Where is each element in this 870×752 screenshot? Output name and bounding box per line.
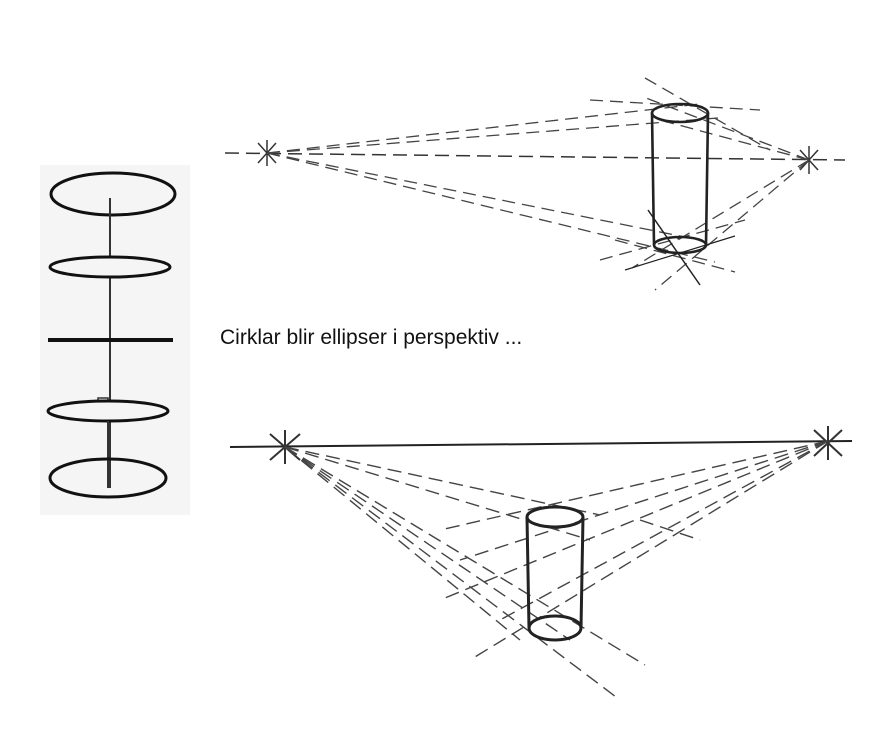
cylinder-bottom <box>525 505 585 642</box>
horizon-line-top <box>224 152 846 161</box>
ellipse-top <box>49 171 177 217</box>
caption-text: Cirklar blir ellipser i perspektiv ... <box>220 326 522 349</box>
ellipse-upper <box>48 255 172 279</box>
ellipse-lower <box>46 399 170 423</box>
horizon-line-bottom <box>229 440 853 448</box>
vanishing-point-right-bottom <box>813 426 843 460</box>
top-perspective-drawing <box>224 77 846 291</box>
construction-lines-bottom <box>284 440 829 701</box>
ellipse-stack-panel <box>40 165 190 515</box>
construction-lines-top <box>266 77 810 291</box>
bottom-perspective-drawing <box>229 426 853 701</box>
cylinder-top <box>624 102 736 286</box>
ellipse-bottom <box>48 457 168 499</box>
